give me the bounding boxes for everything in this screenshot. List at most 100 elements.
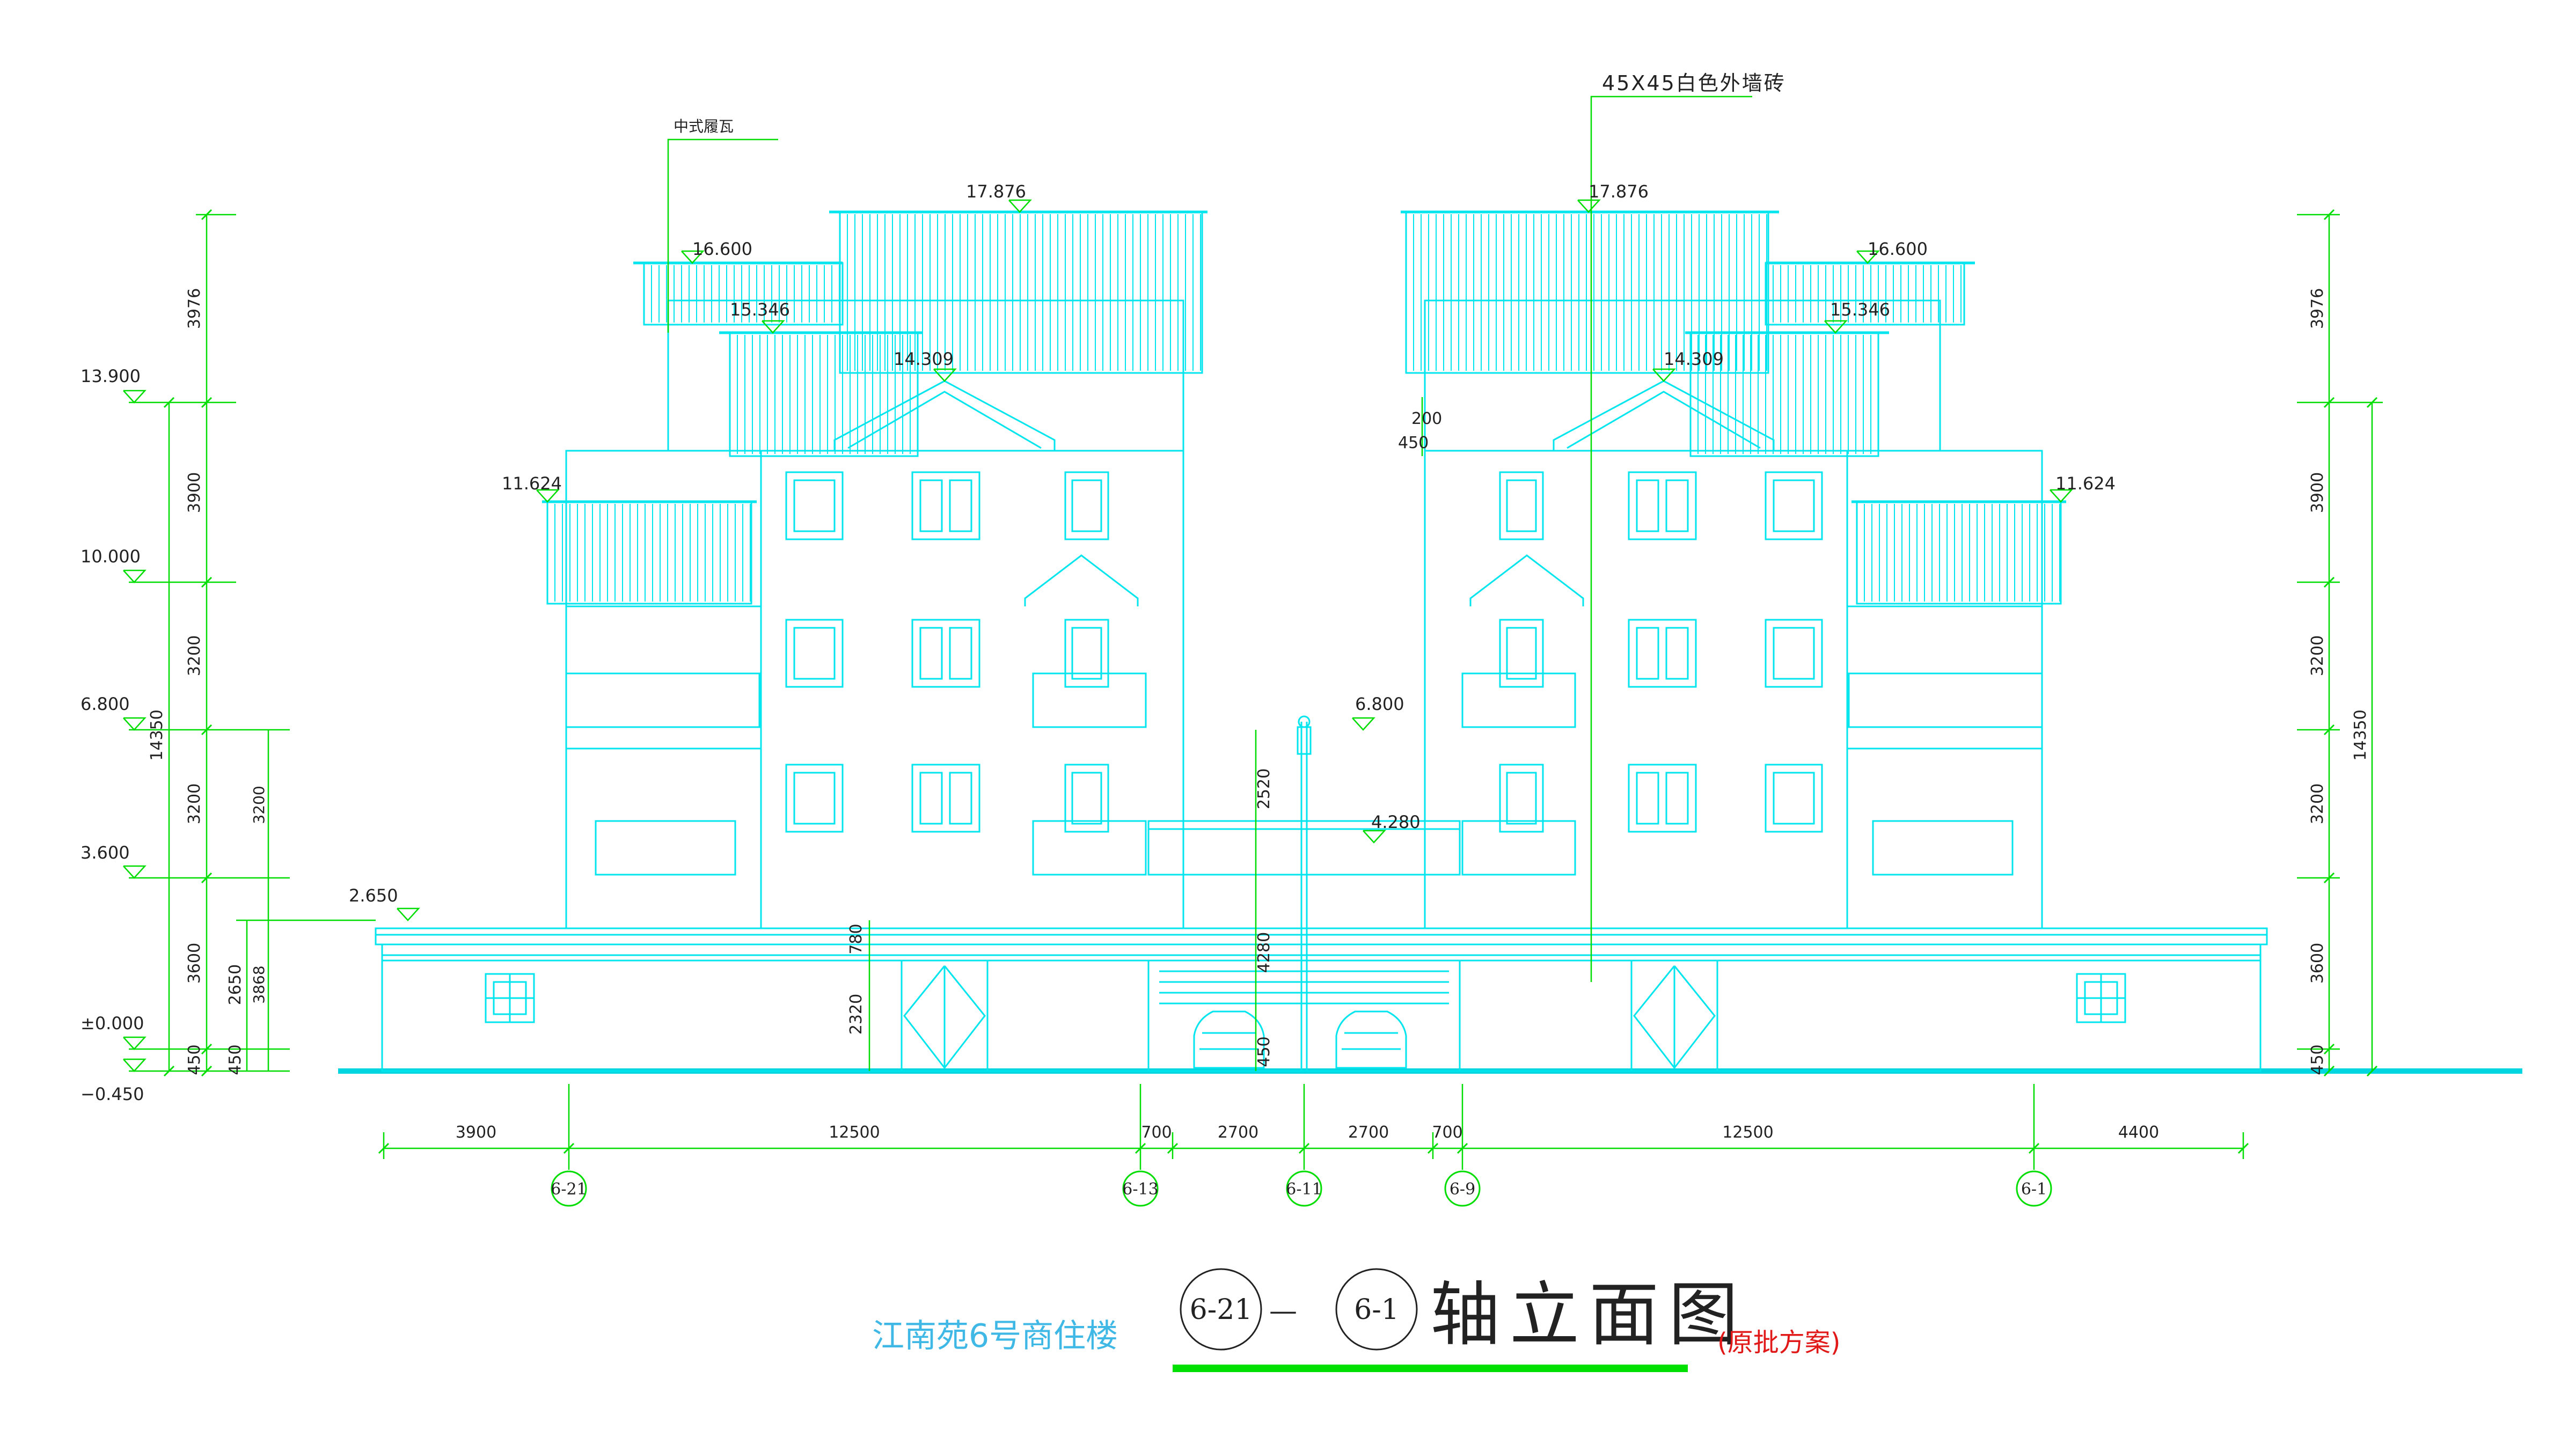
right-dim-3976: 3976: [2308, 288, 2327, 329]
left-dim-2650: 2650: [226, 964, 245, 1005]
left-dim-3200a: 3200: [185, 635, 204, 676]
level-marker: [1824, 320, 1848, 334]
level-minus-450: −0.450: [80, 1084, 144, 1104]
bottom-dimension-labels: 3900 12500 700 2700 2700 700 12500 4400: [456, 1123, 2159, 1142]
level-marker: [123, 717, 147, 731]
dim-tick-bottom: [2028, 1142, 2040, 1154]
level-15346-left: 15.346: [730, 299, 790, 320]
dim-tick-bottom: [1135, 1142, 1146, 1154]
axis-bubble-6-21: [551, 1170, 587, 1207]
level-4280: 4.280: [1371, 812, 1421, 832]
level-0000: ±0.000: [80, 1013, 144, 1033]
mid-dim-2320: 2320: [847, 994, 866, 1035]
dimension-ticks: [163, 209, 2378, 1154]
level-marker: [1856, 250, 1880, 264]
left-dimension-labels: 3976 3900 3200 3200 3600 450 14350 3200 …: [148, 288, 268, 1075]
mid-dim-4280: 4280: [1255, 932, 1274, 973]
level-14309-left: 14.309: [894, 349, 954, 369]
dim-tick-left-total: [163, 1065, 175, 1077]
level-10000: 10.000: [80, 546, 141, 567]
dim-tick-left: [201, 872, 213, 884]
mid-dim-2520: 2520: [1255, 768, 1274, 809]
bottom-dim-6: 12500: [1722, 1123, 1773, 1142]
level-marker: [762, 320, 785, 334]
title-axis-end: 6-1: [1354, 1294, 1399, 1326]
title-dash: —: [1269, 1295, 1297, 1327]
dim-tick-left: [201, 1043, 213, 1055]
dim-tick-bottom: [1167, 1142, 1179, 1154]
title-note: (原批方案): [1717, 1328, 1840, 1358]
level-marker: [536, 489, 560, 503]
right-dim-3900: 3900: [2308, 472, 2327, 513]
right-dim-450: 450: [2308, 1044, 2327, 1075]
level-markers: [123, 199, 2073, 1072]
car-left: [1193, 1010, 1265, 1069]
level-11624-right: 11.624: [2055, 473, 2116, 494]
axis-label-6-21: 6-21: [551, 1180, 587, 1199]
dim-tick-right-total: [2366, 1065, 2378, 1077]
left-dim-3200c: 3200: [250, 786, 268, 824]
bottom-dim-0: 3900: [456, 1123, 496, 1142]
right-dim-3200a: 3200: [2308, 635, 2327, 676]
title-axis-start: 6-21: [1190, 1294, 1253, 1326]
level-16600-left: 16.600: [692, 239, 752, 259]
mid-dim-200: 200: [1411, 409, 1442, 428]
title-underline: [1173, 1365, 1688, 1372]
dim-tick-left: [201, 1065, 213, 1077]
garage-opening: [1147, 959, 1461, 1072]
level-marker: [933, 368, 957, 382]
dim-tick-left-total: [163, 397, 175, 408]
axis-label-6-13: 6-13: [1122, 1180, 1158, 1199]
level-13900: 13.900: [80, 366, 141, 386]
level-11624-left: 11.624: [502, 473, 562, 494]
left-dim-3868: 3868: [250, 965, 268, 1003]
dimension-lines: [129, 96, 2383, 1170]
level-6800-left: 6.800: [80, 694, 130, 714]
gate-right: [1630, 959, 1718, 1072]
title-block: 江南苑6号商住楼 6-21 — 6-1 轴立面图 (原批方案): [872, 1268, 1840, 1372]
dim-tick-right-total: [2366, 397, 2378, 408]
level-15346-right: 15.346: [1830, 299, 1890, 320]
building-elevation: [338, 210, 2522, 1074]
car-right: [1335, 1010, 1407, 1069]
dim-tick-right: [2323, 576, 2335, 588]
dim-tick-right: [2323, 724, 2335, 736]
dim-tick-right: [2323, 1043, 2335, 1055]
level-14309-right: 14.309: [1664, 349, 1724, 369]
right-dim-3200b: 3200: [2308, 783, 2327, 824]
dim-tick-right: [2323, 872, 2335, 884]
level-marker: [1008, 199, 1032, 213]
left-wing: [542, 210, 1208, 929]
lamp-post: [1297, 715, 1312, 1071]
left-dim-3900: 3900: [185, 472, 204, 513]
axis-bubble-6-9: [1444, 1170, 1481, 1207]
left-dim-14350: 14350: [148, 709, 166, 760]
mid-dim-450b: 450: [1398, 434, 1429, 452]
right-dim-14350: 14350: [2351, 709, 2370, 760]
roof-ribs: [554, 214, 2060, 602]
right-dim-3600: 3600: [2308, 943, 2327, 984]
dim-tick-left: [201, 576, 213, 588]
title-text: 轴立面图: [1430, 1274, 1748, 1355]
level-marker: [681, 250, 705, 264]
level-17876-left: 17.876: [966, 181, 1026, 202]
gate-left: [901, 959, 989, 1072]
level-labels: 17.876 17.876 16.600 16.600 15.346 15.34…: [80, 181, 2116, 1104]
level-marker: [1352, 717, 1375, 731]
axis-bubble-6-13: [1122, 1170, 1159, 1207]
level-marker: [123, 865, 147, 879]
dim-tick-right: [2323, 1065, 2335, 1077]
level-marker: [1652, 368, 1676, 382]
level-17876-right: 17.876: [1589, 181, 1649, 202]
left-dim-3976: 3976: [185, 288, 204, 329]
note-wall-tile: 45X45白色外墙砖: [1602, 71, 1786, 95]
level-marker: [397, 907, 420, 921]
level-marker: [123, 390, 147, 404]
dim-tick-right: [2323, 397, 2335, 408]
left-dim-3200b: 3200: [185, 783, 204, 824]
axis-label-6-11: 6-11: [1286, 1180, 1322, 1199]
axis-bubble-6-11: [1286, 1170, 1322, 1207]
level-marker: [123, 1058, 147, 1072]
project-name: 江南苑6号商住楼: [872, 1317, 1118, 1355]
title-bubble-start: [1180, 1268, 1262, 1351]
